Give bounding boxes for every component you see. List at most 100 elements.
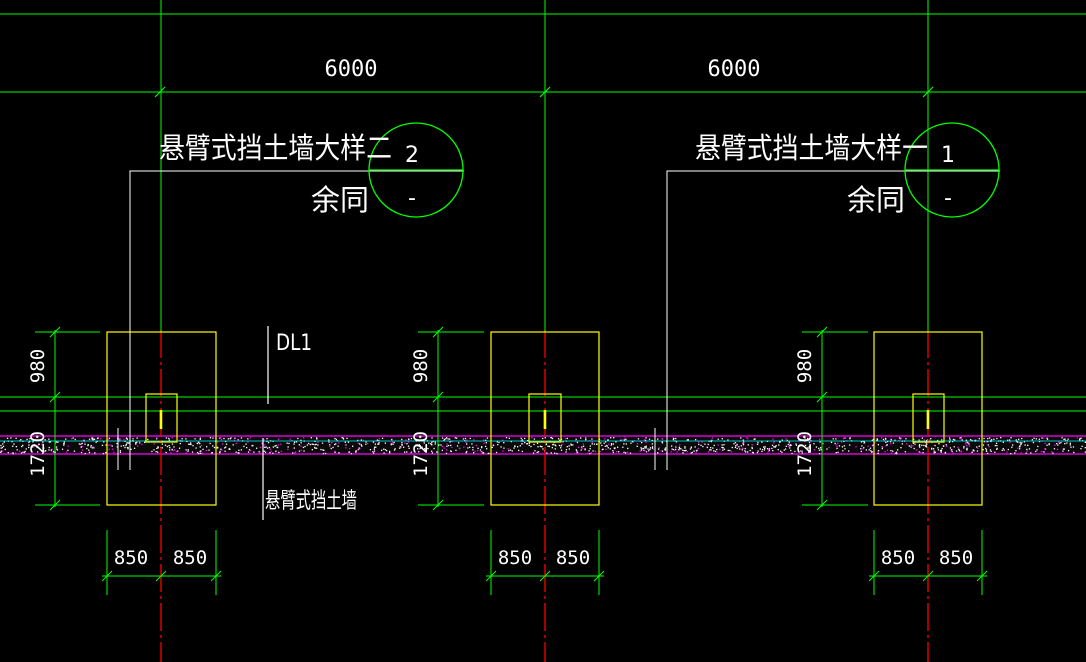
hatch-dot xyxy=(651,439,653,442)
hatch-dot xyxy=(342,437,344,439)
hatch-dot xyxy=(871,445,873,447)
hatch-dot xyxy=(503,447,505,449)
hatch-dot xyxy=(473,452,475,454)
hatch-dot xyxy=(28,444,30,446)
hatch-dot xyxy=(275,444,277,447)
hatch-dot xyxy=(1062,450,1064,452)
hatch-dot xyxy=(178,447,181,449)
hatch-dot xyxy=(735,445,737,447)
hatch-dot xyxy=(930,438,932,440)
hatch-dot xyxy=(1026,450,1028,452)
hatch-dot xyxy=(247,438,249,440)
hatch-dot xyxy=(961,439,963,441)
foundation-c[interactable]: I xyxy=(873,331,983,506)
hatch-dot xyxy=(608,443,610,445)
hatch-dot xyxy=(465,452,467,454)
hatch-dot xyxy=(264,446,266,448)
hatch-dot xyxy=(107,439,109,441)
hatch-dot xyxy=(958,449,960,452)
hatch-dot xyxy=(919,444,921,446)
hatch-dot xyxy=(240,449,242,451)
hatch-dot xyxy=(300,449,302,451)
hatch-dot xyxy=(287,448,289,450)
hatch-dot xyxy=(360,439,363,441)
hatch-dot xyxy=(767,452,769,454)
section-bubble-2[interactable] xyxy=(368,122,464,218)
hatch-dot xyxy=(126,437,128,439)
hatch-dot xyxy=(781,439,783,441)
hatch-dot xyxy=(896,453,898,455)
hatch-dot xyxy=(837,451,839,453)
hatch-dot xyxy=(881,437,883,439)
hatch-dot xyxy=(987,452,989,455)
hatch-dot xyxy=(520,437,522,439)
hatch-dot xyxy=(835,444,837,446)
hatch-dot xyxy=(428,442,430,444)
hatch-dot xyxy=(756,451,759,454)
hatch-dot xyxy=(519,445,521,447)
hatch-dot xyxy=(644,439,647,442)
hatch-dot xyxy=(795,443,797,445)
hatch-dot xyxy=(486,437,489,439)
hatch-dot xyxy=(173,449,175,452)
hatch-dot xyxy=(1032,441,1035,444)
hatch-dot xyxy=(610,444,613,446)
hatch-dot xyxy=(1016,440,1018,443)
hatch-dot xyxy=(912,442,915,444)
hatch-dot xyxy=(884,437,887,440)
section-bubble-1[interactable] xyxy=(904,122,1000,218)
hatch-dot xyxy=(531,437,533,439)
hatch-dot xyxy=(788,445,790,447)
hatch-dot xyxy=(84,452,86,455)
hatch-dot xyxy=(474,450,476,452)
hatch-dot xyxy=(568,448,570,450)
hatch-dot xyxy=(794,450,796,453)
hatch-dot xyxy=(91,438,93,440)
column-box xyxy=(912,393,945,443)
hatch-dot xyxy=(604,438,606,440)
hatch-dot xyxy=(314,446,316,449)
hatch-dot xyxy=(413,437,415,439)
hatch-dot xyxy=(763,446,765,448)
foundation-a[interactable]: I xyxy=(106,331,217,506)
hatch-dot xyxy=(205,449,207,452)
hatch-dot xyxy=(458,442,460,444)
hatch-dot xyxy=(464,437,467,440)
hatch-dot xyxy=(272,446,274,448)
hatch-dot xyxy=(763,449,766,451)
hatch-dot xyxy=(1048,443,1050,445)
vertical-grid-lines xyxy=(160,0,929,332)
hatch-dot xyxy=(537,446,539,448)
hatch-dot xyxy=(913,438,915,441)
hatch-dot xyxy=(405,439,407,441)
hatch-dot xyxy=(1080,448,1082,450)
hatch-dot xyxy=(288,442,290,445)
hatch-dot xyxy=(576,450,578,452)
hatch-dot xyxy=(4,448,6,451)
hatch-dot xyxy=(591,441,593,443)
hatch-dot xyxy=(536,451,538,453)
hatch-dot xyxy=(136,441,138,443)
hatch-dot xyxy=(914,443,916,445)
hatch-dot xyxy=(311,443,313,445)
hatch-dot xyxy=(181,438,183,440)
hatch-dot xyxy=(229,448,231,450)
hatch-dot xyxy=(88,438,91,440)
hatch-dot xyxy=(645,445,647,447)
hatch-dot xyxy=(1018,438,1020,440)
hatch-dot xyxy=(966,441,968,444)
vdim-tick xyxy=(432,391,444,403)
hatch-dot xyxy=(156,437,158,439)
hatch-dot xyxy=(224,440,227,443)
hatch-dot xyxy=(23,451,26,454)
foundation-b[interactable]: I xyxy=(490,331,600,506)
hatch-dot xyxy=(719,448,721,451)
hatch-dot xyxy=(293,443,295,445)
hatch-dot xyxy=(170,451,172,454)
hatch-dot xyxy=(404,442,406,444)
hatch-dot xyxy=(841,446,844,448)
hatch-dot xyxy=(991,439,993,441)
hatch-dot xyxy=(263,439,265,441)
hatch-dot xyxy=(931,447,933,449)
hatch-dot xyxy=(199,446,201,448)
